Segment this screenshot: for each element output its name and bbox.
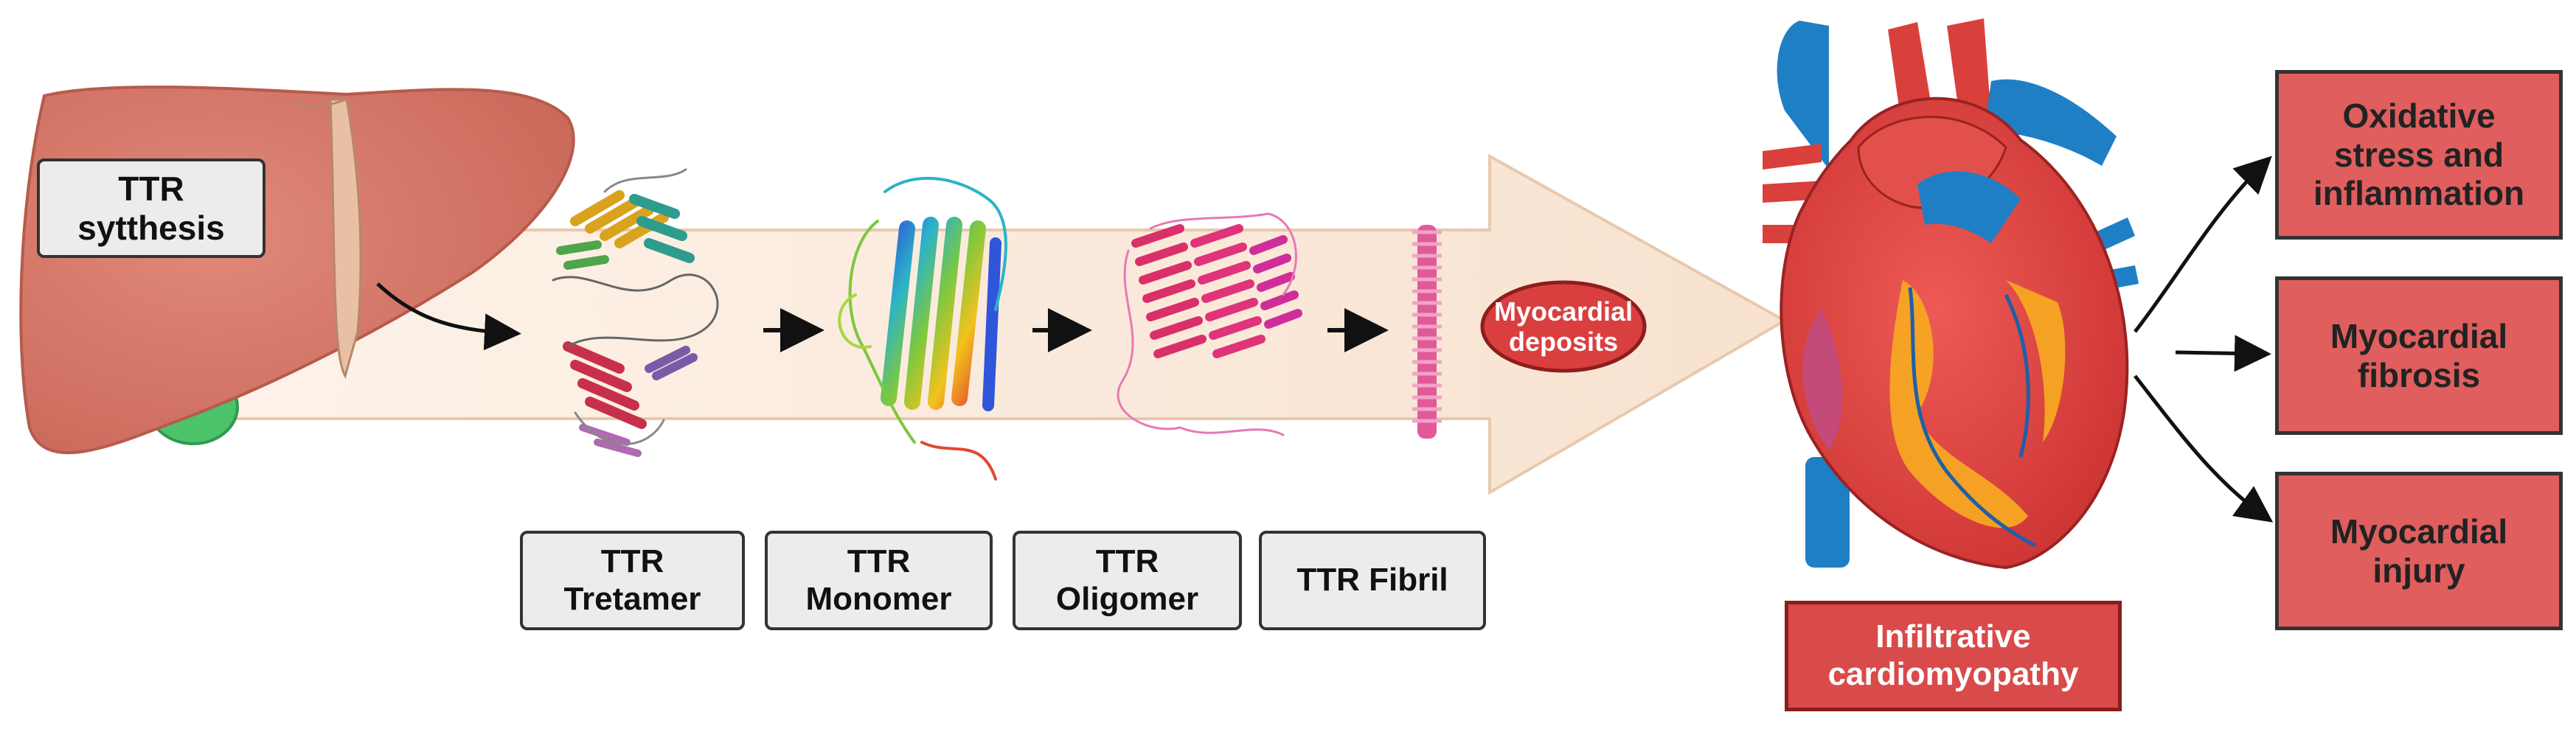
deposits-line2: deposits [1508,327,1619,357]
heart-illustration [1763,18,2139,570]
stage-monomer-line2: Monomer [805,580,952,617]
deposits-line1: Myocardial [1493,296,1634,327]
falciform-ligament [329,98,362,379]
ttr-oligomer-structure [1117,212,1302,436]
ttr-fibril-structure [1412,225,1442,439]
outcome-oxidative-line2: stress and [2333,135,2504,174]
ttr-synthesis-line2: sytthesis [77,208,225,247]
arrow-to-injury [2134,374,2274,523]
arrow-to-oxidative-stress [2134,156,2272,333]
stage-tetramer-line2: Tretamer [563,580,701,617]
stage-box-tetramer: TTR Tretamer [520,531,745,630]
ttr-monomer-structure [838,176,1007,481]
outcome-oxidative-line3: inflammation [2313,174,2525,213]
outcome-injury-line1: Myocardial [2330,512,2508,551]
liver-to-tetramer-arrow [376,282,521,351]
myocardial-deposits-oval [1480,280,1647,373]
ttr-synthesis-line1: TTR [118,169,184,208]
outcome-injury-line2: injury [2372,551,2465,590]
outcome-oxidative-line1: Oxidative [2342,96,2496,135]
cardiomyopathy-line2: cardiomyopathy [1827,656,2079,692]
stage-box-fibril: TTR Fibril [1259,531,1486,630]
stage-fibril-label: TTR Fibril [1296,562,1448,599]
infiltrative-cardiomyopathy-box: Infiltrative cardiomyopathy [1785,601,2122,711]
outcome-fibrosis-line1: Myocardial [2330,316,2508,355]
outcome-box-injury: Myocardial injury [2275,472,2563,630]
arrow-to-fibrosis [2175,335,2271,372]
stage-oligomer-line1: TTR [1095,543,1159,579]
stage-tetramer-line1: TTR [600,543,664,579]
outcome-box-oxidative-stress: Oxidative stress and inflammation [2275,70,2563,240]
myocardial-deposits-label: Myocardial deposits [1486,284,1641,369]
outcome-box-fibrosis: Myocardial fibrosis [2275,276,2563,435]
cardiomyopathy-line1: Infiltrative [1875,618,2031,655]
ttr-tetramer-structure [552,168,719,457]
stage-box-oligomer: TTR Oligomer [1013,531,1242,630]
ttr-synthesis-box: TTR sytthesis [37,158,265,258]
outcome-fibrosis-line2: fibrosis [2357,355,2481,394]
stage-oligomer-line2: Oligomer [1055,580,1199,617]
stage-monomer-line1: TTR [847,543,911,579]
stage-box-monomer: TTR Monomer [765,531,993,630]
